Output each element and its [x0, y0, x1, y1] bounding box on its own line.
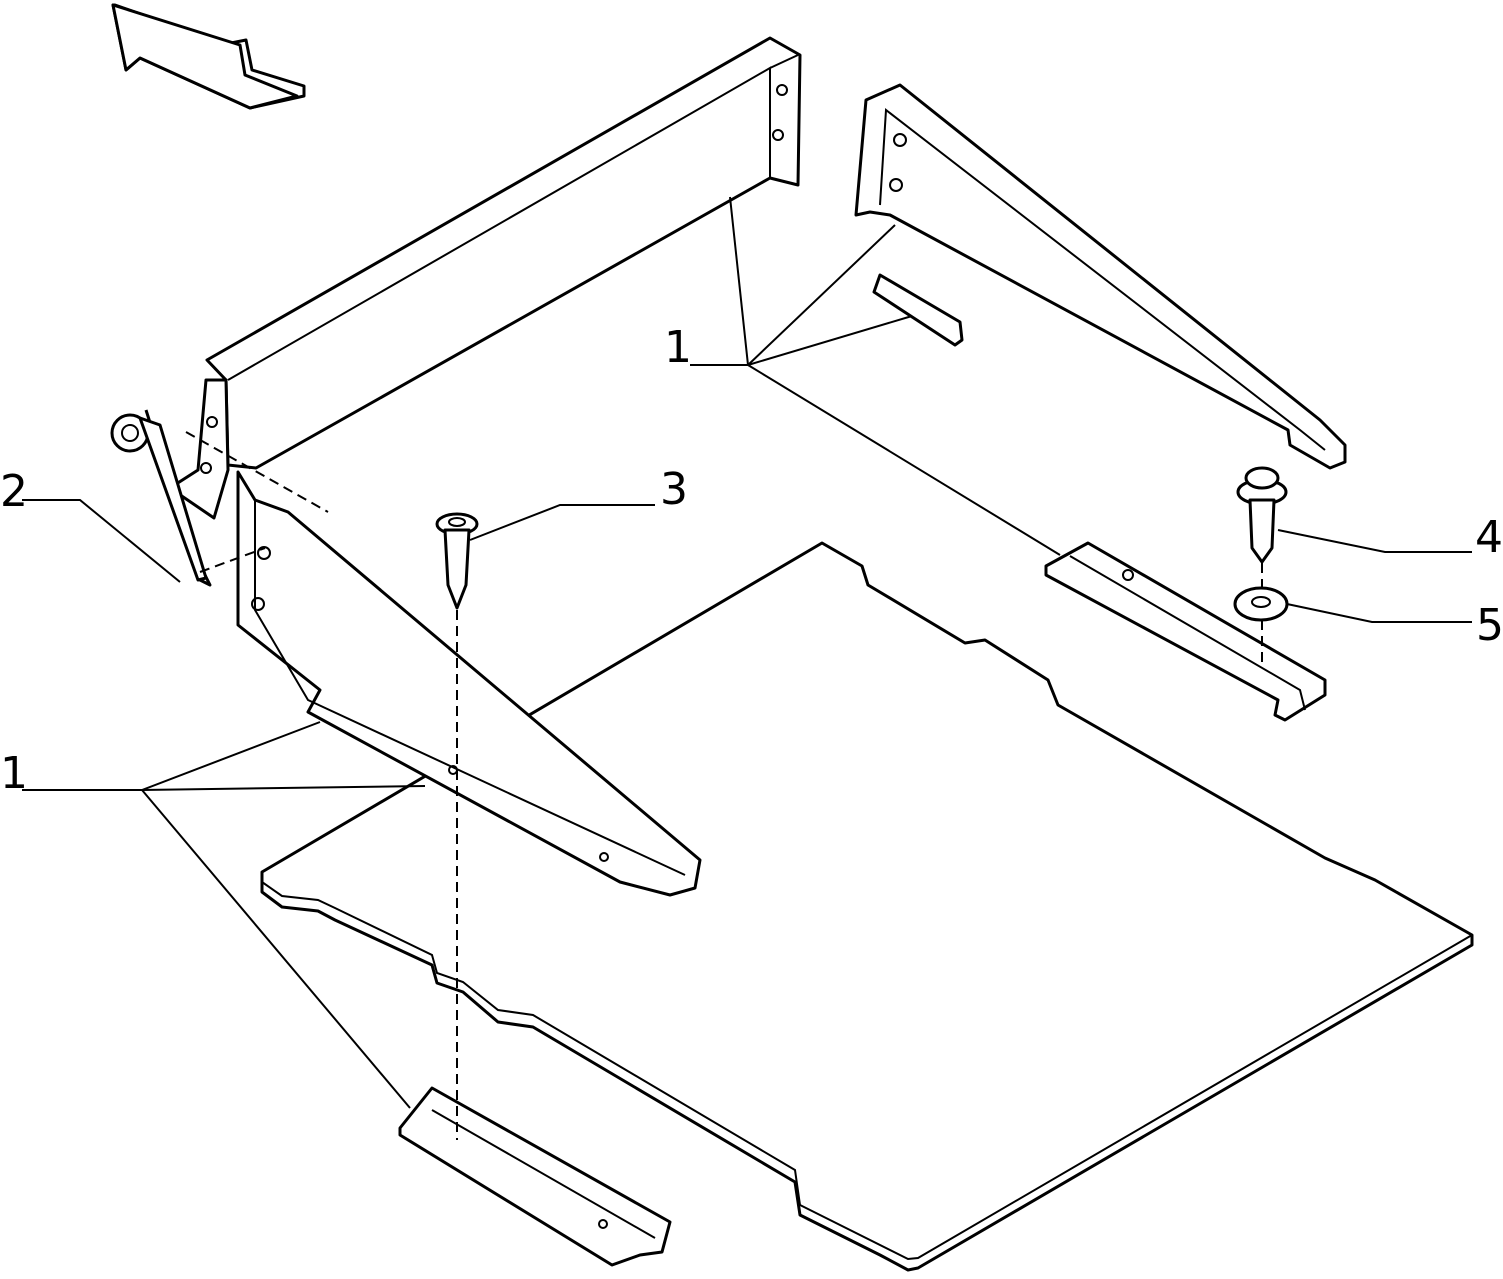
dowel-pin	[872, 273, 964, 347]
direction-arrow-icon	[111, 3, 306, 110]
screw-2	[110, 409, 212, 587]
assembly-lines	[185, 431, 1263, 1140]
callout-2: 2	[0, 466, 28, 517]
right-bracket	[854, 83, 1347, 470]
screw-3	[435, 512, 479, 610]
rear-beam	[168, 36, 802, 520]
screw-4	[1236, 466, 1288, 564]
left-bracket	[236, 470, 702, 897]
callout-5: 5	[1476, 600, 1503, 651]
callout-1-front: 1	[0, 748, 28, 799]
callout-3: 3	[660, 464, 688, 515]
washer-5	[1233, 586, 1289, 622]
leader-lines	[22, 196, 1472, 1109]
callout-4: 4	[1475, 512, 1503, 563]
callout-1-rear: 1	[664, 322, 692, 373]
right-rail	[1044, 541, 1327, 722]
front-rail	[398, 1086, 672, 1267]
floor-panel	[260, 541, 1474, 1272]
